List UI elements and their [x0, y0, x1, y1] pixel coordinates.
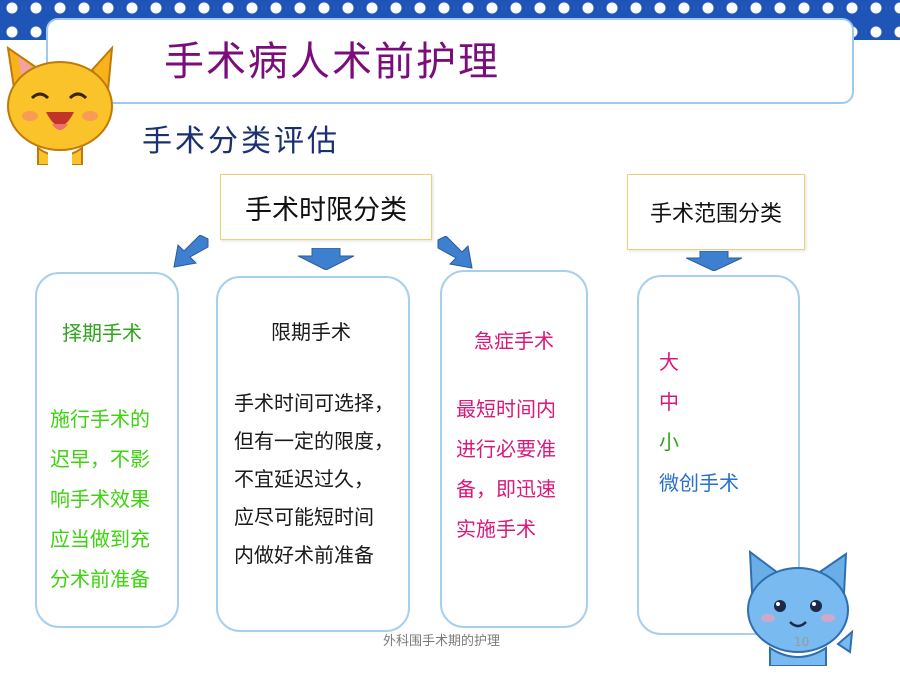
card-body-time-limited: 手术时间可选择， 但有一定的限度， 不宜延迟过久， 应尽可能短时间 内做好术前准… [234, 391, 394, 567]
card-title-emergency: 急症手术 [474, 329, 554, 353]
card-body-elective: 施行手术的 迟早，不影 响手术效果 应当做到充 分术前准备 [50, 407, 150, 591]
page-number: 10 [794, 635, 810, 649]
arrow-down-icon [298, 248, 354, 270]
range-item-medium: 中 [659, 390, 679, 414]
card-title-elective: 择期手术 [62, 321, 142, 345]
blue-cat-mascot-icon [747, 549, 854, 666]
range-item-large: 大 [659, 350, 679, 374]
section-subtitle: 手术分类评估 [142, 124, 340, 159]
range-classification-heading: 手术范围分类 [627, 174, 805, 250]
footer-text: 外科围手术期的护理 [383, 634, 501, 649]
elective-surgery-card [35, 272, 179, 628]
arrow-down-left-icon [173, 235, 209, 268]
range-item-small: 小 [659, 430, 679, 454]
card-body-emergency: 最短时间内 进行必要准 备，即迅速 实施手术 [456, 397, 556, 541]
time-limited-surgery-card [216, 276, 410, 632]
range-item-minimally-invasive: 微创手术 [659, 471, 739, 495]
yellow-cat-mascot-icon [6, 45, 114, 165]
emergency-surgery-card [440, 270, 588, 628]
card-title-time-limited: 限期手术 [271, 320, 351, 344]
title-banner [46, 18, 854, 104]
arrow-down-icon [686, 251, 742, 271]
time-classification-heading: 手术时限分类 [220, 174, 432, 240]
slide-title: 手术病人术前护理 [164, 39, 500, 85]
arrow-down-right-icon [437, 236, 473, 269]
